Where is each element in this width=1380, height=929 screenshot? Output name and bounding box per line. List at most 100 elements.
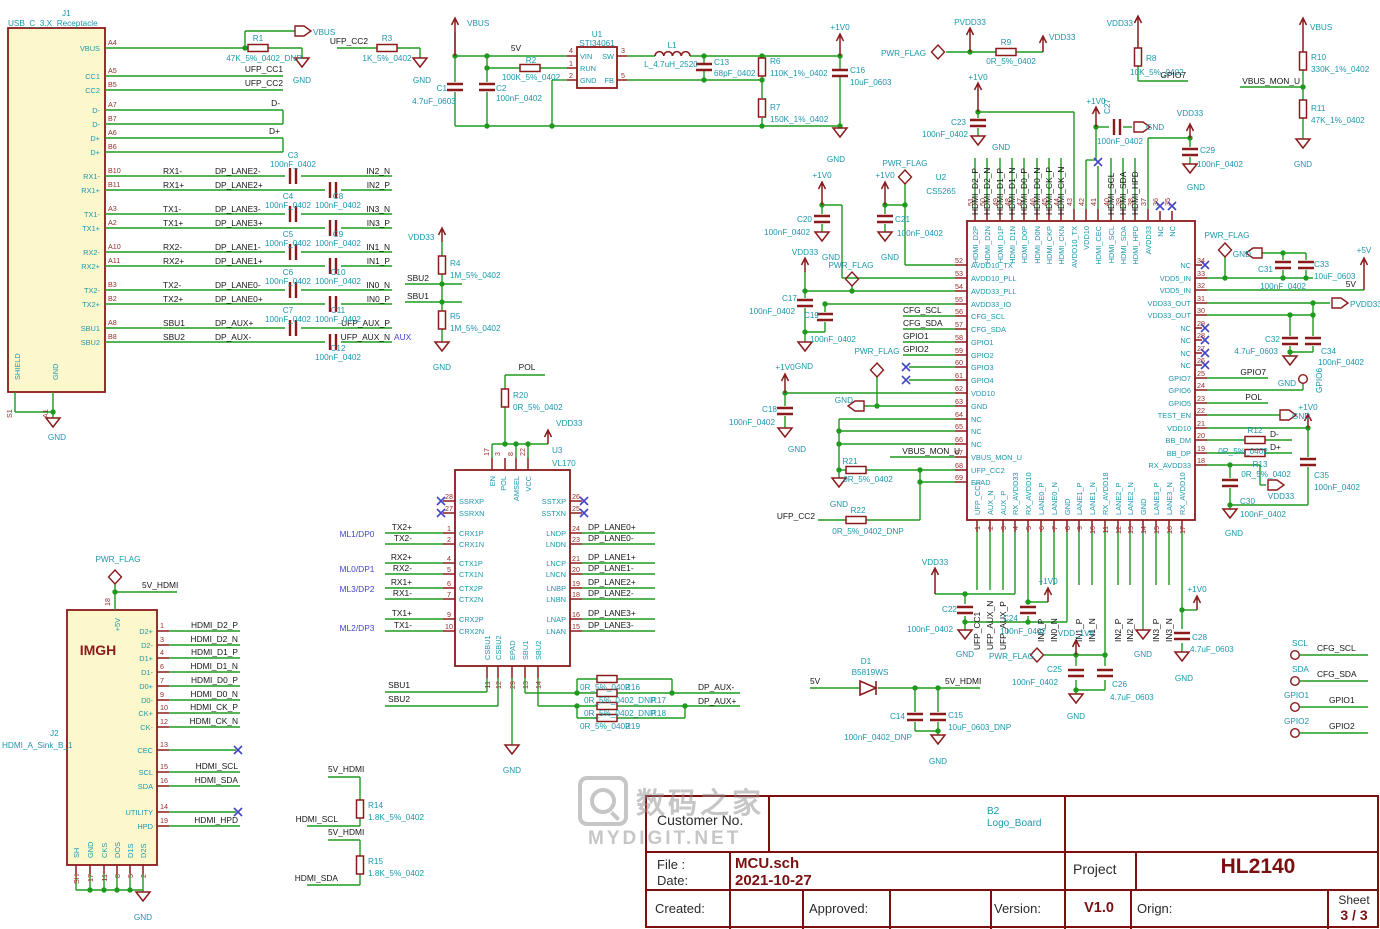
net-label: R10: [1311, 53, 1326, 62]
net-label: C31: [1258, 265, 1273, 274]
power-arrow-icon: [1071, 638, 1081, 655]
power-arrow-icon: [780, 372, 790, 393]
net-label: SDA: [1292, 665, 1309, 674]
net-label: HDMI_CKN: [1057, 226, 1066, 265]
net-label: GND: [580, 76, 596, 85]
net-label: 3: [621, 46, 625, 55]
power-arrow-icon: [1043, 586, 1053, 602]
junction: [574, 703, 580, 709]
junction: [127, 887, 133, 893]
net-label: 54: [955, 282, 963, 291]
gnd-symbol: [813, 231, 831, 243]
resistor-symbol: [845, 465, 867, 475]
net-label: IN2_N: [366, 166, 390, 176]
net-label: 0R_5%_0402: [580, 683, 630, 692]
net-label: VBUS: [1310, 23, 1333, 32]
tb-line: [647, 851, 1377, 853]
net-label: B5: [108, 80, 117, 89]
net-label: 44: [1052, 198, 1061, 206]
net-label: LANE1_P: [1075, 482, 1084, 515]
net-label: IMGH: [80, 642, 117, 658]
pwr-flag-icon: [1029, 646, 1045, 664]
net-label: AUX_N: [986, 490, 995, 515]
net-label: GND: [1139, 499, 1148, 515]
net-label: 1.8K_5%_0402: [368, 869, 424, 878]
net-label: 100nF_0402: [1197, 160, 1243, 169]
net-label: CEC: [137, 746, 153, 755]
net-label: 1.8K_5%_0402: [368, 813, 424, 822]
net-label: 100K_5%_0402: [502, 73, 561, 82]
net-label: 49: [991, 198, 1000, 206]
diode-symbol: [859, 679, 878, 697]
net-label: 0R_5%_0402: [580, 722, 630, 731]
net-label: C32: [1265, 335, 1280, 344]
net-label: UFP_CC1: [972, 611, 982, 650]
net-label: CKS: [100, 843, 109, 858]
net-label: GND: [1225, 529, 1243, 538]
net-label: A3: [108, 204, 117, 213]
net-label: 5V_HDMI: [328, 764, 364, 774]
net-label: VCC: [524, 475, 533, 491]
net-label: RX1-: [83, 172, 100, 181]
power-arrow-icon: [965, 26, 975, 52]
capacitor-symbol: [1068, 668, 1084, 678]
net-label: NC: [1180, 261, 1191, 270]
net-label: C27: [1103, 99, 1112, 114]
net-label: VDD33_OUT: [1147, 311, 1191, 320]
net-label: HDMI_HPD: [1130, 171, 1140, 215]
net-label: DP_LANE3+: [588, 608, 636, 618]
net-label: HDMI_D2_N: [191, 634, 238, 644]
net-label: C21: [895, 215, 910, 224]
net-label: D0+: [139, 682, 153, 691]
net-label: IN1_P: [367, 256, 391, 266]
net-label: DP_LANE0+: [215, 294, 263, 304]
net-label: VDD_1V8: [1058, 629, 1095, 638]
gnd-symbol: [1181, 163, 1199, 175]
net-label: DP_AUX-: [215, 332, 252, 342]
power-arrow-icon: [880, 180, 890, 205]
gnd-symbol: [1134, 629, 1152, 641]
net-label: TX1+: [82, 224, 100, 233]
net-label: BB_DM: [1166, 436, 1191, 445]
net-label: DP_LANE2+: [588, 577, 636, 587]
net-label: 100nF_0402: [1000, 627, 1046, 636]
gnd-symbol: [876, 231, 894, 243]
net-label: GPIO2: [1329, 721, 1355, 731]
net-label: CFG_SCL: [971, 312, 1005, 321]
net-label: 4: [1011, 526, 1020, 530]
net-label: 59: [955, 346, 963, 355]
net-label: TX2-: [84, 286, 101, 295]
net-label: D+: [90, 134, 100, 143]
net-label: 13: [1126, 526, 1135, 534]
net-label: SH: [72, 848, 81, 858]
net-label: TX2+: [392, 522, 412, 532]
sheet-ref: B2: [987, 806, 1000, 817]
net-label: GPIO1: [1284, 691, 1309, 700]
no-connect-icon: [1200, 323, 1210, 333]
net-label: D2-: [141, 641, 153, 650]
net-label: R15: [368, 857, 383, 866]
net-label: LANE0_N: [1050, 482, 1059, 515]
net-label: 21: [1197, 419, 1205, 428]
net-label: TEST_EN: [1158, 411, 1191, 420]
net-label: IN0_N: [366, 280, 390, 290]
net-label: 0R_5%_0402: [986, 57, 1036, 66]
tb-line: [768, 797, 770, 853]
net-label: J1: [62, 9, 71, 18]
net-label: RX1-: [163, 166, 182, 176]
junction: [1179, 607, 1185, 613]
net-label: 12: [160, 717, 168, 726]
net-label: LNDN: [546, 540, 566, 549]
net-label: 4.7uF_0603: [1110, 693, 1154, 702]
approved-label: Approved:: [809, 901, 869, 916]
net-label: TX2-: [163, 280, 181, 290]
net-label: CC1: [85, 72, 100, 81]
net-label: 100nF_0402: [315, 239, 361, 248]
junction: [513, 441, 519, 447]
junction: [1287, 312, 1293, 318]
net-label: DOS: [113, 842, 122, 858]
junction: [759, 123, 765, 129]
capacitor-symbol: [288, 168, 298, 184]
power-arrow-icon: [800, 256, 810, 272]
net-label: 47K_5%_0402_DNP: [226, 54, 302, 63]
